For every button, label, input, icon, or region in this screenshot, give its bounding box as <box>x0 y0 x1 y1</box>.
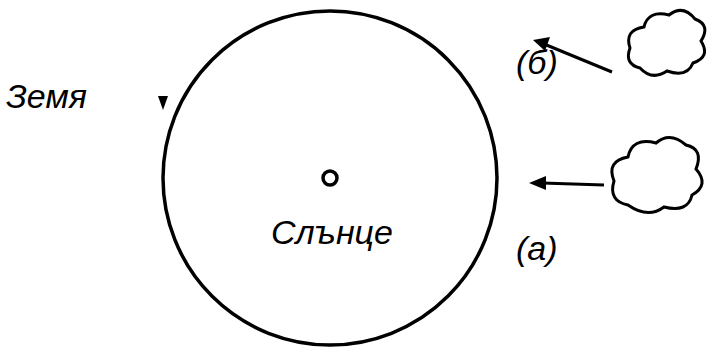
sun-symbol <box>323 171 337 185</box>
path-label: (а) <box>516 230 558 267</box>
earth-label: Земя <box>6 78 87 115</box>
arrowhead-a <box>529 176 546 190</box>
earth-orbit <box>163 11 497 345</box>
direction-arrowhead <box>158 96 168 110</box>
sun-label: Слънце <box>271 214 393 251</box>
cloud-a <box>612 137 702 212</box>
path-label: (б) <box>516 44 558 81</box>
cloud-b <box>628 10 704 75</box>
path-arrow-a <box>542 183 604 185</box>
